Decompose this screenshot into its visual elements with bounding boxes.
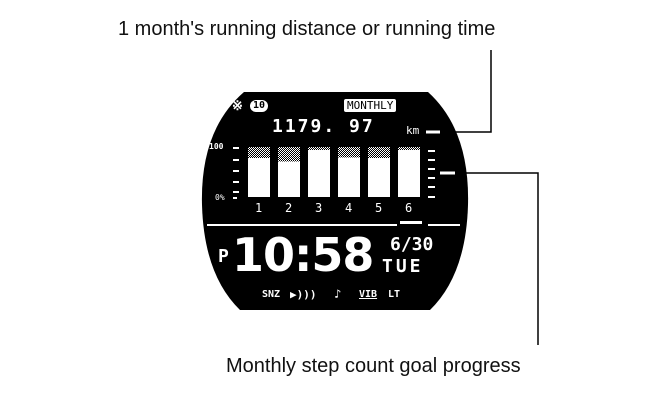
axis-label-0: 0% [215,193,225,202]
axis-label-100: 100 [209,142,224,151]
bar-month-4 [338,157,360,197]
bar-month-1 [248,158,270,197]
mute-icon: ♪ [334,287,342,301]
x-tick-label: 2 [285,201,293,215]
ampm-indicator: P [218,246,229,267]
x-tick-label: 4 [345,201,353,215]
selected-month-indicator [400,221,422,224]
time-display: 10:58 [232,228,374,282]
mode-label: MONTHLY [344,99,397,112]
x-tick-label: 1 [255,201,263,215]
x-tick-label: 5 [375,201,383,215]
bar-month-3 [308,150,330,197]
left-axis-ticks [233,147,239,199]
callout-step-goal: Monthly step count goal progress [226,355,521,377]
notification-badge: 10 [250,100,269,112]
watch-display-bezel [201,92,469,310]
leader-line-top [426,50,492,133]
bluetooth-icon: ※ [232,99,243,114]
snooze-indicator: SNZ [262,289,281,300]
x-tick-label: 6 [405,201,413,215]
date-display: 6/30 [390,234,434,255]
distance-value: 1179. 97 [272,116,375,137]
leader-line-bottom [440,172,539,345]
callout-monthly-distance: 1 month's running distance or running ti… [118,18,496,40]
bar-chart [248,147,420,197]
bar-month-5 [368,158,390,197]
right-axis-ticks [428,150,435,198]
sound-icon: ▶))) [290,288,317,301]
distance-unit: km [406,124,420,137]
vibration-indicator: VIB [359,289,378,300]
bar-month-2 [278,161,300,197]
x-tick-label: 3 [315,201,323,215]
light-indicator: LT [388,289,401,300]
bar-month-6 [398,150,420,197]
separator-line [207,224,397,226]
separator-line-right [428,224,460,226]
weekday-display: TUE [382,256,424,277]
